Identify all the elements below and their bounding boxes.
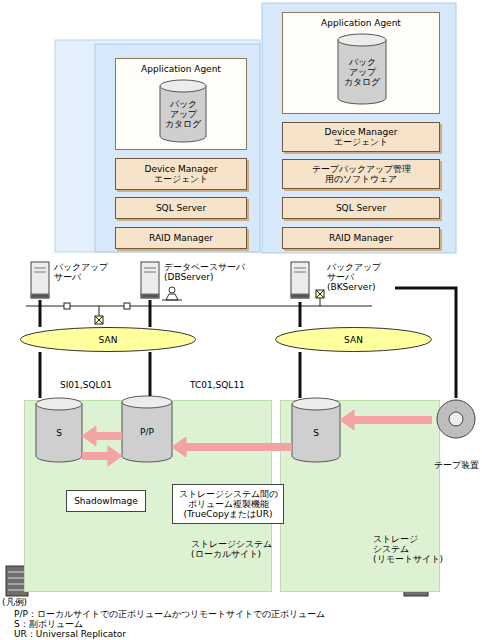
connector [172,437,292,457]
node-text: バック アップ カタログ [165,99,201,129]
storage-system-band: ストレージ システム (リモートサイト) S [280,400,440,592]
connector [150,300,151,327]
function-box: ShadowImage [66,490,146,512]
connector-line [39,300,42,327]
server-node: バックアップ サーバ [26,258,102,300]
node-text: S [313,428,319,438]
connector [40,352,41,398]
node-text: ストレージ システム (リモートサイト) [373,534,443,564]
connector [340,410,432,430]
database-cylinder: S [36,398,82,462]
server-panel [262,3,456,253]
database-cylinder: バック アップ カタログ [160,80,206,142]
connector-line [299,352,302,398]
connector-line [299,302,302,327]
database-cylinder: S [292,398,340,462]
node-text: テープ装置 [434,460,479,470]
node-text: P/P [140,427,154,437]
legend-note: S：副ボリューム [14,619,83,629]
legend-note: UR：Universal Replicator [14,629,126,639]
arrow-head [172,437,186,457]
node-text: データベースサーバ (DBServer) [164,262,245,282]
legend-note: (凡例) [2,597,27,607]
volume-id-label: TC01,SQL11 [190,380,245,390]
node-text: ストレージシステム間の ボリューム複製機能 (TrueCopyまたはUR) [179,489,278,519]
software-box: SQL Server [115,197,247,219]
node-text: ShadowImage [74,496,138,506]
database-cylinder: バック アップ カタログ [338,34,386,104]
database-cylinder: P/P [122,396,172,462]
connector-line [39,352,42,398]
node-text: バックアップ サーバ (BKServer) [327,262,381,292]
arrow-head [82,426,96,446]
node-text: Application Agent [141,64,221,74]
node-text: S [56,428,62,438]
node-text: Device Manager エージェント [136,164,226,184]
node-text: RAID Manager [149,233,213,243]
connector-line [82,452,110,460]
software-box: Device Manager エージェント [115,158,247,190]
san-ellipse: SAN [275,327,432,352]
agent-box: Application Agent バック アップ カタログ [282,12,440,114]
node-text: RAID Manager [329,233,393,243]
connector-line [184,443,292,451]
connector [40,300,41,327]
software-box: テープバックアップ管理 用のソフトウェア [282,159,440,189]
lan-connector [64,290,324,324]
node-text: Application Agent [321,18,401,28]
connector-line [395,288,456,398]
tape-device: テープ装置 [432,398,480,470]
server-node: バックアップ サーバ (BKServer) [285,258,395,302]
node-text: ストレージシステム (ローカルサイト) [191,539,272,559]
software-box: SQL Server [282,197,440,219]
arrow-head [108,446,122,466]
software-box: Device Manager エージェント [282,122,440,152]
software-box: RAID Manager [115,227,247,249]
connector [300,352,301,398]
san-ellipse: SAN [20,327,196,352]
server-panel [95,44,260,252]
operator-icon [162,287,182,300]
connector [82,446,122,466]
connector-line [94,432,122,440]
connector [300,302,301,327]
node-text: Device Manager エージェント [316,127,406,147]
volume-id-label: SI01,SQL01 [60,380,112,390]
connector [150,352,151,396]
node-text: テープバックアップ管理 用のソフトウェア [306,164,416,184]
server-node: データベースサーバ (DBServer) [138,258,242,300]
node-text: バック アップ カタログ [344,57,380,87]
arrow-head [340,410,354,430]
connector-line [352,416,432,424]
node-text: SAN [99,335,118,345]
agent-box: Application Agent バック アップ カタログ [115,58,247,150]
connector [82,426,122,446]
server-icon [31,262,309,298]
tape-device-outline [432,398,480,470]
legend-note: P/P：ローカルサイトでの正ボリュームかつリモートサイトでの正ボリューム [14,609,325,619]
function-box: ストレージシステム間の ボリューム複製機能 (TrueCopyまたはUR) [172,484,284,524]
node-text: SQL Server [336,203,386,213]
software-box: RAID Manager [282,227,440,249]
node-text: SQL Server [156,203,206,213]
connector-line [149,300,152,327]
connector-line [149,352,152,396]
node-text: バックアップ サーバ [54,262,108,282]
node-text: SAN [344,335,363,345]
connector [395,288,456,398]
server-panel [55,40,260,252]
